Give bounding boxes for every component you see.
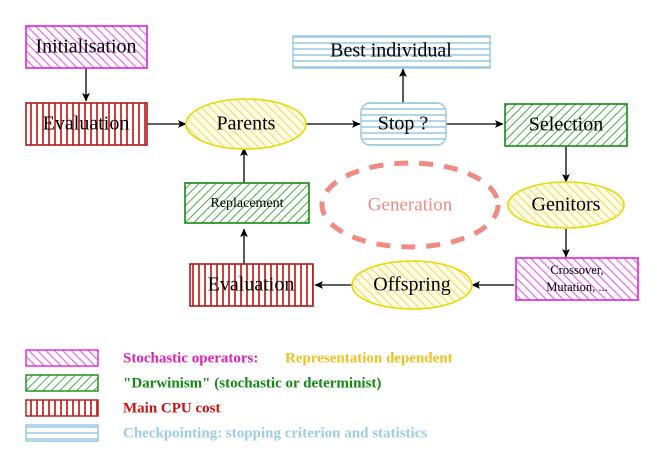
- node-generation: Generation: [319, 160, 501, 250]
- replacement-label: Replacement: [210, 196, 283, 211]
- evaluation-top-box[interactable]: [25, 102, 148, 146]
- legend: Stochastic operators: Representation dep…: [25, 349, 453, 442]
- genitors-label: Genitors: [532, 194, 601, 216]
- node-genitors[interactable]: Genitors: [507, 181, 625, 229]
- genitors-ellipse[interactable]: [507, 181, 625, 229]
- stop-box[interactable]: [360, 102, 447, 146]
- edge-group: [82, 68, 570, 289]
- legend-row-checkpoint: Checkpointing: stopping criterion and st…: [25, 424, 427, 442]
- node-replacement[interactable]: Replacement: [184, 182, 310, 224]
- node-evaluation-top[interactable]: Evaluation: [25, 102, 148, 146]
- replacement-box[interactable]: [184, 182, 310, 224]
- selection-box[interactable]: [504, 103, 628, 147]
- legend-swatch-cpu: [25, 399, 99, 417]
- legend-label-checkpoint: Checkpointing: stopping criterion and st…: [123, 425, 427, 441]
- evaluation-top-label: Evaluation: [43, 113, 130, 135]
- node-parents[interactable]: Parents: [185, 98, 307, 150]
- legend-label-cpu: Main CPU cost: [123, 400, 221, 416]
- node-crossover-mutation[interactable]: Crossover, Mutation, ...: [515, 257, 639, 301]
- evaluation-bottom-label: Evaluation: [208, 274, 295, 296]
- offspring-ellipse[interactable]: [351, 260, 473, 310]
- crossover-mutation-box[interactable]: [515, 257, 639, 301]
- stop-label: Stop ?: [378, 113, 429, 135]
- initialisation-box[interactable]: [25, 25, 148, 69]
- parents-label: Parents: [217, 113, 276, 135]
- node-offspring[interactable]: Offspring: [351, 260, 473, 310]
- node-initialisation[interactable]: Initialisation: [25, 25, 148, 69]
- initialisation-label: Initialisation: [35, 36, 136, 58]
- generation-dashed-ellipse: [319, 160, 501, 250]
- node-stop[interactable]: Stop ?: [360, 102, 447, 146]
- legend-swatch-stochastic: [25, 349, 99, 367]
- crossover-mutation-label-line1: Crossover,: [550, 263, 603, 277]
- node-best-individual[interactable]: Best individual: [292, 35, 491, 69]
- node-evaluation-bottom[interactable]: Evaluation: [189, 263, 314, 307]
- legend-row-darwinism: "Darwinism" (stochastic or determinist): [25, 374, 381, 392]
- crossover-mutation-label-line2: Mutation, ...: [546, 280, 607, 294]
- legend-label-darwinism: "Darwinism" (stochastic or determinist): [123, 375, 381, 391]
- legend-label-stochastic: Stochastic operators:: [123, 350, 258, 366]
- parents-ellipse[interactable]: [185, 98, 307, 150]
- best-individual-box[interactable]: [292, 35, 491, 69]
- legend-row-cpu: Main CPU cost: [25, 399, 221, 417]
- evaluation-bottom-box[interactable]: [189, 263, 314, 307]
- offspring-label: Offspring: [373, 274, 450, 296]
- generation-label: Generation: [368, 194, 453, 215]
- legend-label-representation-dependent: Representation dependent: [285, 350, 453, 366]
- selection-label: Selection: [529, 114, 603, 136]
- legend-swatch-darwinism: [25, 374, 99, 392]
- legend-row-stochastic: Stochastic operators: Representation dep…: [25, 349, 453, 367]
- best-individual-label: Best individual: [330, 40, 452, 62]
- legend-swatch-checkpoint: [25, 424, 99, 442]
- node-selection[interactable]: Selection: [504, 103, 628, 147]
